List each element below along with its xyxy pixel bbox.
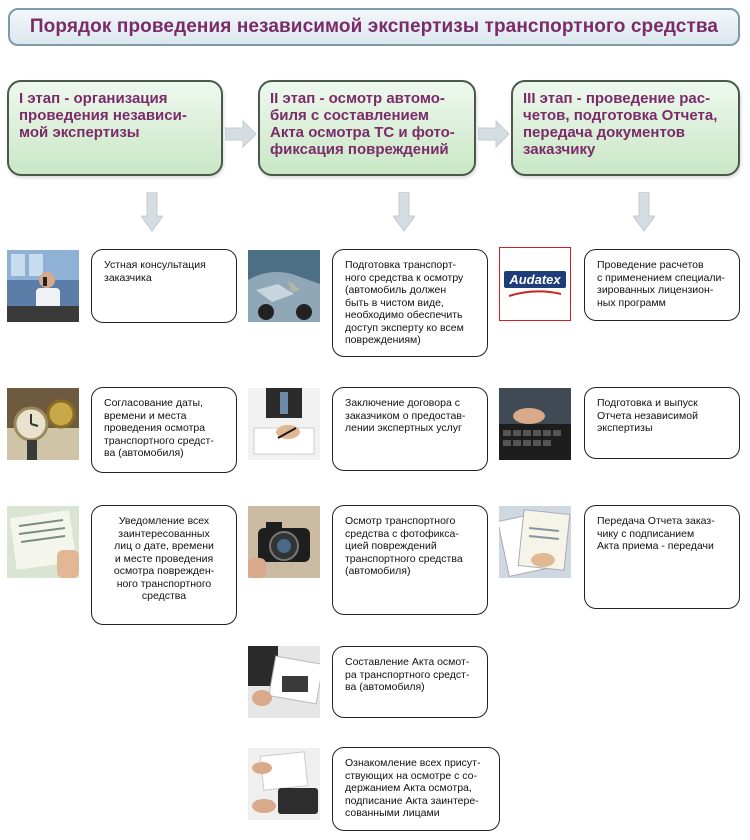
- phone-consultation-photo-icon: [7, 250, 79, 322]
- step-act-review-signing: Ознакомление всех присут- ствующих на ос…: [332, 747, 500, 831]
- step-text-line: Осмотр транспортного: [345, 515, 456, 527]
- step-text-line: быть в чистом виде,: [345, 296, 444, 309]
- step-text-line: Передача Отчета заказ-: [597, 515, 715, 527]
- step-text-line: Подготовка и выпуск: [597, 397, 698, 409]
- stage-text-line: мой экспертизы: [19, 124, 140, 141]
- step-text-line: ва (автомобиля): [345, 681, 425, 693]
- stage-text-line: проведения независи-: [19, 107, 187, 124]
- stage-text-line: биля с составлением: [270, 107, 430, 124]
- step-text-line: Составление Акта осмот-: [345, 656, 470, 668]
- step-text-line: подписание Акта заинтере-: [345, 794, 479, 807]
- step-text-line: ва (автомобиля): [104, 447, 184, 459]
- step-text-line: Согласование даты,: [104, 397, 203, 409]
- notice-document-photo-icon: [7, 506, 79, 578]
- step-text-line: с применением специали-: [597, 271, 725, 284]
- step-text-line: заказчика: [104, 271, 152, 284]
- step-text-line: цией повреждений: [345, 540, 437, 552]
- audatex-logo: Audatex: [499, 247, 571, 321]
- diagram-title-bar: Порядок проведения независимой экспертиз…: [8, 8, 740, 46]
- step-text-line: заказчиком о предостав-: [345, 409, 466, 422]
- step-text-line: Подготовка транспорт-: [345, 259, 457, 271]
- step-text-line: доступ эксперту ко всем: [345, 321, 464, 334]
- step-notify-parties: Уведомление всех заинтересованных лиц о …: [91, 505, 237, 625]
- down-arrow-icon: [393, 192, 415, 232]
- step-contract-conclusion: Заключение договора с заказчиком о предо…: [332, 387, 488, 471]
- step-text-line: повреждениям): [345, 334, 421, 346]
- step-text-line: ных программ: [597, 296, 666, 309]
- stage-text-line: Акта осмотра ТС и фото-: [270, 124, 455, 141]
- step-text-line: зированных лицензион-: [597, 284, 714, 296]
- step-text-line: времени и места: [104, 409, 187, 422]
- step-text-line: лении экспертных услуг: [345, 422, 462, 434]
- step-text-line: осмотра поврежден-: [113, 565, 215, 577]
- step-text-line: ного средства к осмотру: [345, 271, 464, 284]
- diagram-title: Порядок проведения независимой экспертиз…: [29, 16, 719, 37]
- stage-text-line: фиксация повреждений: [270, 141, 449, 158]
- watch-calendar-photo-icon: [7, 388, 79, 460]
- keyboard-report-photo-icon: [499, 388, 571, 460]
- stage-text-line: передача документов: [523, 124, 685, 141]
- right-arrow-icon: [225, 119, 257, 149]
- contract-signing-photo-icon: [248, 388, 320, 460]
- step-text-line: держанием Акта осмотра,: [345, 782, 472, 794]
- step-text-line: средства: [141, 590, 187, 602]
- stage-text-line: I этап - организация: [19, 90, 168, 107]
- step-oral-consultation: Устная консультация заказчика: [91, 249, 237, 323]
- step-text-line: Ознакомление всех присут-: [345, 757, 481, 769]
- document-handover-photo-icon: [499, 506, 571, 578]
- step-text-line: проведения осмотра: [104, 422, 206, 434]
- logo-swoosh-icon: [508, 289, 562, 297]
- step-text-line: ного транспортного: [116, 577, 212, 590]
- stage-text-line: II этап - осмотр автомо-: [270, 90, 445, 107]
- stage-text-line: III этап - проведение рас-: [523, 90, 711, 107]
- step-text-line: ствующих на осмотре с со-: [345, 769, 477, 782]
- step-text-line: Уведомление всех: [118, 515, 210, 527]
- step-text-line: Акта приема - передачи: [597, 540, 714, 552]
- step-text-line: Отчета независимой: [597, 409, 698, 422]
- step-vehicle-inspection: Осмотр транспортного средства с фотофикс…: [332, 505, 488, 615]
- step-date-agreement: Согласование даты, времени и места прове…: [91, 387, 237, 473]
- step-act-drafting: Составление Акта осмот- ра транспортного…: [332, 646, 488, 718]
- damaged-car-photo-icon: [248, 250, 320, 322]
- step-report-preparation: Подготовка и выпуск Отчета независимой э…: [584, 387, 740, 459]
- step-text-line: и месте проведения: [114, 552, 214, 565]
- act-drafting-photo-icon: [248, 646, 320, 718]
- step-text-line: чику с подписанием: [597, 527, 695, 540]
- right-arrow-icon: [478, 119, 510, 149]
- step-text-line: экспертизы: [597, 422, 653, 434]
- stage-text-line: четов, подготовка Отчета,: [523, 107, 718, 124]
- audatex-logo-text: Audatex: [504, 270, 566, 288]
- camera-photo-icon: [248, 506, 320, 578]
- step-calculations: Проведение расчетов с применением специа…: [584, 249, 740, 321]
- step-text-line: (автомобиля): [345, 565, 411, 577]
- step-text-line: транспортного средства: [345, 552, 463, 565]
- step-text-line: (автомобиль должен: [345, 284, 447, 296]
- step-text-line: лиц о дате, времени: [114, 540, 214, 552]
- step-text-line: Устная консультация: [104, 259, 206, 271]
- stage-3-header: III этап - проведение рас- четов, подгот…: [511, 80, 740, 176]
- stage-1-header: I этап - организация проведения независи…: [7, 80, 223, 176]
- step-text-line: транспортного средст-: [104, 434, 214, 447]
- stage-2-header: II этап - осмотр автомо- биля с составле…: [258, 80, 476, 176]
- down-arrow-icon: [141, 192, 163, 232]
- step-text-line: сованными лицами: [345, 807, 440, 819]
- step-vehicle-preparation: Подготовка транспорт- ного средства к ос…: [332, 249, 488, 357]
- down-arrow-icon: [633, 192, 655, 232]
- act-signing-photo-icon: [248, 748, 320, 820]
- step-text-line: ра транспортного средст-: [345, 668, 470, 681]
- step-text-line: заинтересованных: [118, 527, 210, 540]
- step-text-line: Заключение договора с: [345, 397, 460, 409]
- step-text-line: средства с фотофикса-: [345, 527, 459, 540]
- step-report-handover: Передача Отчета заказ- чику с подписание…: [584, 505, 740, 609]
- step-text-line: необходимо обеспечить: [345, 309, 463, 321]
- stage-text-line: заказчику: [523, 141, 596, 158]
- step-text-line: Проведение расчетов: [597, 259, 704, 271]
